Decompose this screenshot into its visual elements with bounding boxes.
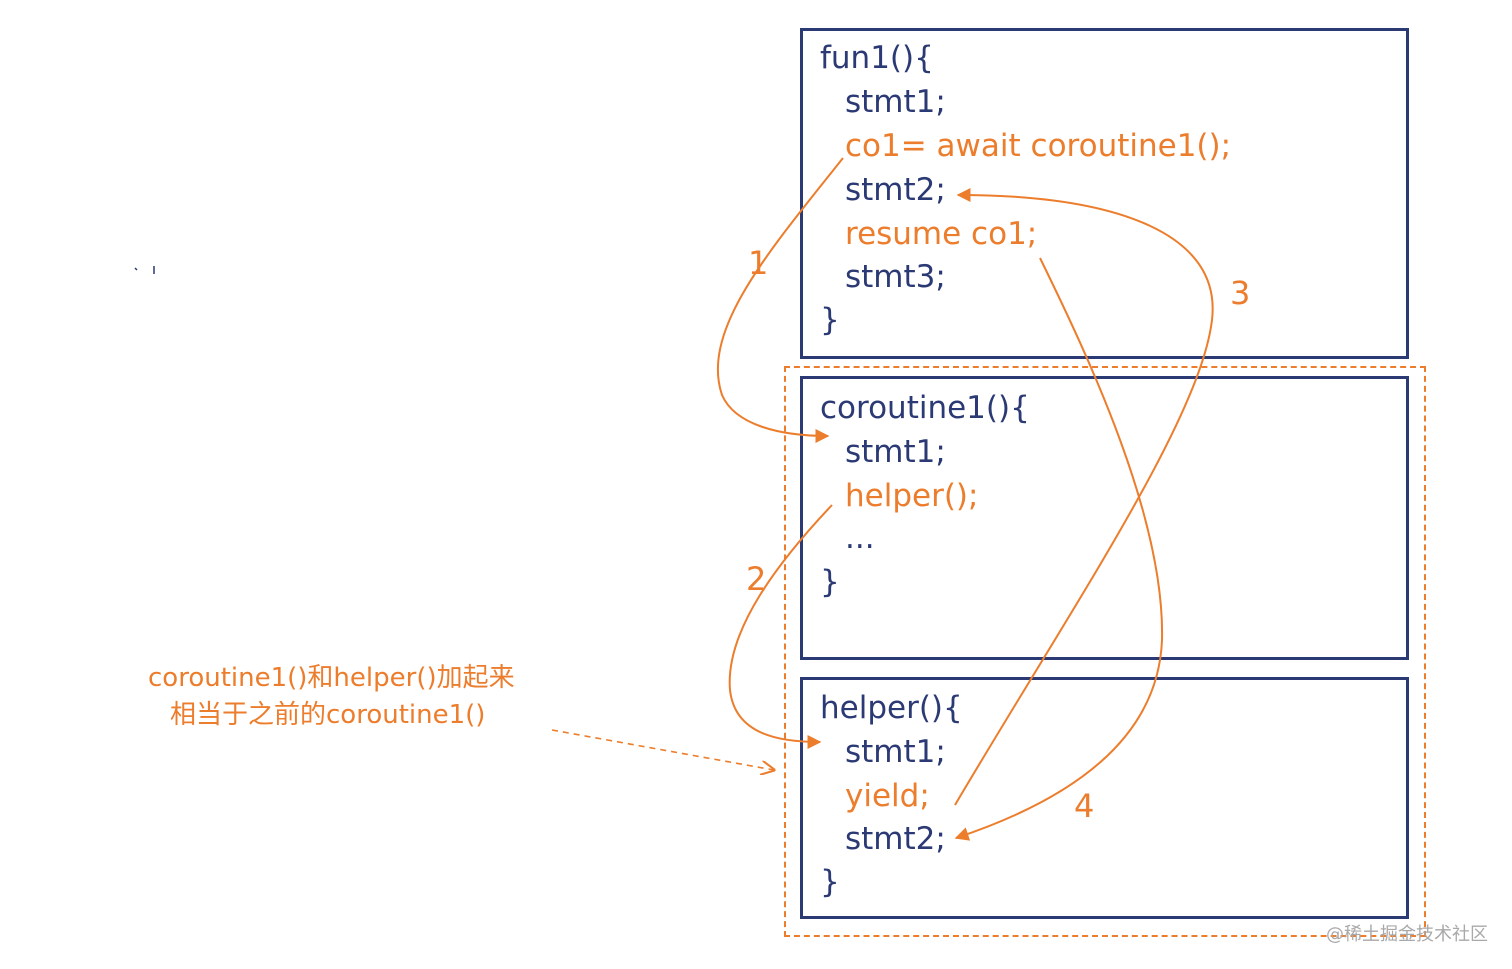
fun1-stmt2: stmt2; [845,172,946,208]
coroutine1-close-brace: } [820,564,840,600]
arrow-label-2: 2 [746,560,767,598]
helper-stmt1: stmt1; [845,734,946,770]
fun1-box [800,28,1409,359]
coroutine1-box [800,376,1409,660]
helper-yield-line: yield; [845,778,930,814]
helper-header: helper(){ [820,690,963,726]
arrow-label-1: 1 [748,244,769,282]
fun1-header: fun1(){ [820,40,934,76]
dashed-group-box [784,366,1426,937]
note-arrow [551,729,774,770]
fun1-stmt1: stmt1; [845,84,946,120]
coroutine1-stmt1: stmt1; [845,434,946,470]
helper-box [800,677,1409,919]
arrow-1 [716,157,844,443]
coroutine1-ellipsis: ... [845,520,875,556]
arrow-label-3: 3 [1230,274,1251,312]
arrow-3 [954,188,1214,806]
note-line-2: 相当于之前的coroutine1() [170,700,486,730]
fun1-await-line: co1= await coroutine1(); [845,128,1232,164]
coroutine1-helper-call: helper(); [845,478,979,514]
watermark: @稀土掘金技术社区 [1326,924,1488,945]
arrow-2 [728,504,833,749]
arrow-label-4: 4 [1074,787,1095,825]
helper-close-brace: } [820,864,840,900]
arrow-4 [954,257,1164,841]
helper-stmt2: stmt2; [845,821,946,857]
stray-mark [134,266,155,274]
fun1-close-brace: } [820,302,840,338]
coroutine1-header: coroutine1(){ [820,390,1030,426]
fun1-resume-line: resume co1; [845,216,1038,252]
fun1-stmt3: stmt3; [845,259,946,295]
note-line-1: coroutine1()和helper()加起来 [148,663,515,693]
